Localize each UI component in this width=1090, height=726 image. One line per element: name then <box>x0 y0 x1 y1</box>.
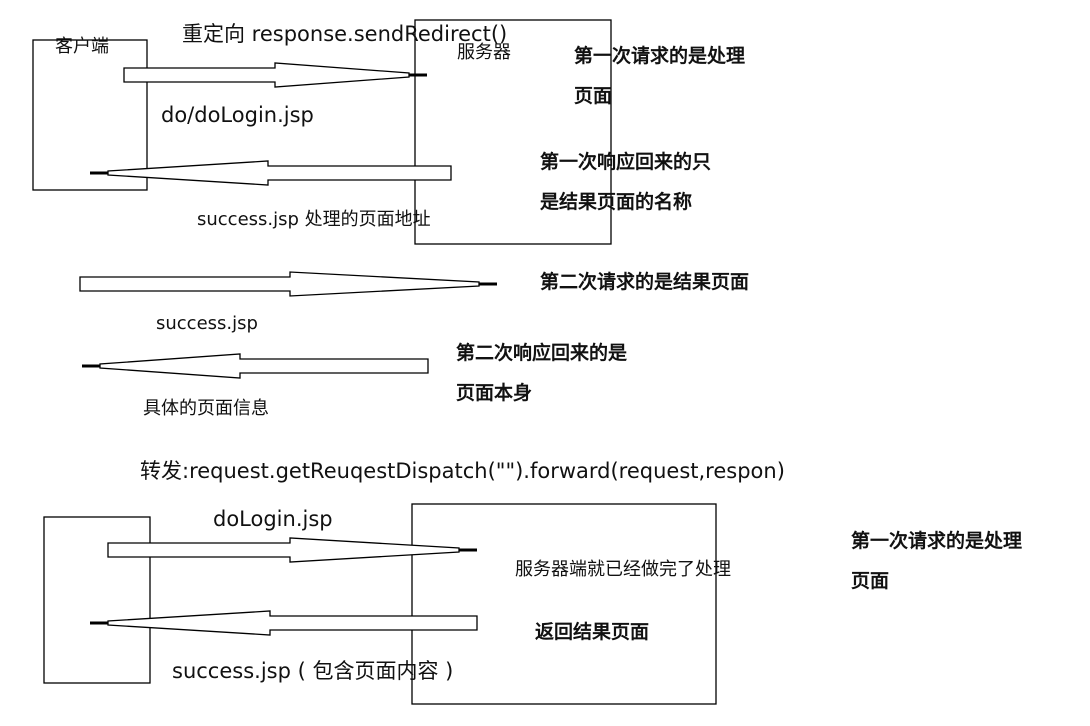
forward-note-line1: 第一次请求的是处理 <box>851 530 1023 552</box>
client-box-redirect <box>32 39 148 191</box>
forward-request-label: doLogin.jsp <box>213 507 333 531</box>
redirect-title: 重定向 response.sendRedirect() <box>182 22 508 46</box>
forward-response-label: success.jsp ( 包含页面内容 ) <box>172 659 454 683</box>
note-response1-line1: 第一次响应回来的只 <box>540 151 712 173</box>
response2-label: 具体的页面信息 <box>143 398 269 419</box>
forward-note-line2: 页面 <box>851 570 890 592</box>
forward-server-text: 服务器端就已经做完了处理 <box>515 559 731 580</box>
server-box-redirect <box>414 19 612 245</box>
request1-label: do/doLogin.jsp <box>161 103 314 127</box>
arrow-request1 <box>123 62 410 88</box>
forward-server-return: 返回结果页面 <box>535 621 650 643</box>
request2-label: success.jsp <box>156 313 258 334</box>
arrow-response1 <box>107 160 452 186</box>
forward-title: 转发:request.getReuqestDispatch("").forwar… <box>140 459 785 483</box>
note-request1-line2: 页面 <box>574 85 613 107</box>
response1-label: success.jsp 处理的页面地址 <box>197 209 431 230</box>
server-label: 服务器 <box>457 42 511 63</box>
server-box-forward <box>411 503 717 705</box>
note-request1-line1: 第一次请求的是处理 <box>574 45 746 67</box>
arrow-forward-response <box>107 610 478 636</box>
client-label: 客户端 <box>55 36 109 57</box>
note-response2-line1: 第二次响应回来的是 <box>456 342 628 364</box>
note-response2-line2: 页面本身 <box>456 382 533 404</box>
note-request2: 第二次请求的是结果页面 <box>540 271 750 293</box>
arrow-request2 <box>79 271 480 297</box>
note-response1-line2: 是结果页面的名称 <box>540 191 693 213</box>
client-box-forward <box>43 516 151 684</box>
arrow-response2 <box>99 353 429 379</box>
arrow-forward-request <box>107 537 460 563</box>
